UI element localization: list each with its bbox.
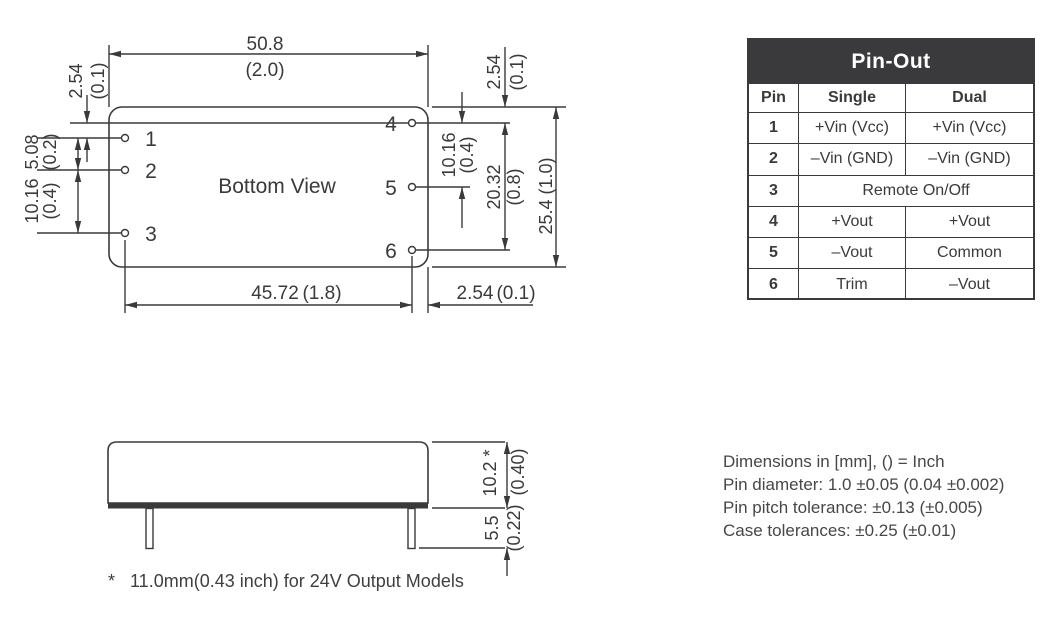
dim-bottom-span-in-label: (1.8) (302, 283, 341, 304)
table-cell-pin: 1 (749, 112, 798, 143)
note-units: Dimensions in [mm], () = Inch (723, 452, 945, 471)
table-cell-pin: 2 (749, 143, 798, 174)
side-left-pin (145, 507, 154, 550)
dimension-notes: Dimensions in [mm], () = Inch Pin diamet… (723, 450, 1004, 542)
pin4-number: 4 (385, 113, 397, 136)
table-cell-single: +Vout (798, 205, 905, 238)
dim-width-in-label: (2.0) (245, 60, 284, 81)
dim-right-pitch-in-label: (0.4) (457, 136, 477, 173)
dim-left-offset-in-label: (0.1) (88, 62, 108, 99)
table-cell-single: +Vin (Vcc) (798, 112, 905, 144)
dim-right-pitch-mm-label: 10.16 (439, 132, 459, 177)
dim-case-height-label: 25.4 (1.0) (536, 157, 556, 234)
pin5-circle (407, 182, 417, 192)
pinout-table: Pin-Out Pin Single Dual 1 +Vin (Vcc) +Vi… (747, 38, 1035, 300)
table-cell-dual: +Vout (905, 205, 1033, 238)
column-header-pin: Pin (761, 89, 786, 106)
dim-left-pitch1-in-label: (0.2) (40, 133, 60, 170)
table-cell-pin: 6 (749, 268, 798, 299)
pinout-table-grid: Pin Single Dual 1 +Vin (Vcc) +Vin (Vcc) … (749, 84, 1033, 300)
note-pin-pitch: Pin pitch tolerance: ±0.13 (±0.005) (723, 498, 983, 517)
dim-side-height-mm-label: 10.2 * (480, 449, 500, 496)
height-footnote: * 11.0mm(0.43 inch) for 24V Output Model… (108, 571, 464, 591)
dim-bottom-offset-in-label: (0.1) (496, 283, 535, 304)
note-pin-diameter: Pin diameter: 1.0 ±0.05 (0.04 ±0.002) (723, 475, 1005, 494)
dim-left-pitch1-mm-label: 5.08 (22, 134, 42, 169)
pin2-number: 2 (145, 160, 157, 183)
dim-right-span-in-label: (0.8) (504, 168, 524, 205)
pin2-circle (120, 165, 130, 175)
table-cell-merged: Remote On/Off (798, 174, 1033, 206)
pin-circles (120, 118, 417, 255)
side-view-drawing (107, 441, 511, 576)
case-base-plate (108, 503, 428, 509)
dim-bottom-span-mm-label: 45.72 (251, 283, 299, 304)
dim-right-offset-in-label: (0.1) (507, 53, 527, 90)
dim-pin-length-in-label: (0.22) (504, 504, 524, 551)
column-header-dual: Dual (905, 84, 1033, 112)
side-right-pin (407, 507, 416, 550)
table-cell-pin: 4 (749, 205, 798, 237)
view-title: Bottom View (218, 175, 336, 198)
table-cell-single: –Vout (798, 237, 905, 269)
dim-width-mm-label: 50.8 (247, 34, 284, 55)
pin3-circle (120, 228, 130, 238)
table-cell-pin: 5 (749, 237, 798, 268)
dim-left-pitch2-in-label: (0.4) (40, 182, 60, 219)
case-outline-side-view (107, 441, 429, 504)
table-cell-dual: Common (905, 237, 1033, 269)
pin5-number: 5 (385, 177, 397, 200)
pin6-circle (407, 245, 417, 255)
table-cell-dual: –Vout (905, 268, 1033, 300)
table-cell-single: –Vin (GND) (798, 143, 905, 175)
table-cell-dual: –Vin (GND) (905, 143, 1033, 175)
pin6-number: 6 (385, 240, 397, 263)
pin3-number: 3 (145, 223, 157, 246)
note-case-tolerance: Case tolerances: ±0.25 (±0.01) (723, 521, 957, 540)
pinout-table-title: Pin-Out (749, 40, 1033, 84)
dim-pin-length-mm-label: 5.5 (482, 515, 502, 540)
column-header-single: Single (798, 84, 905, 112)
table-cell-single: Trim (798, 268, 905, 300)
dim-right-span-mm-label: 20.32 (484, 164, 504, 209)
pin4-circle (407, 118, 417, 128)
bottom-view-drawing (37, 45, 566, 313)
table-cell-dual: +Vin (Vcc) (905, 112, 1033, 144)
pin1-number: 1 (145, 128, 157, 151)
dim-right-offset-mm-label: 2.54 (484, 54, 504, 89)
pin1-circle (120, 133, 130, 143)
table-cell-pin: 3 (749, 174, 798, 206)
dim-bottom-offset-mm-label: 2.54 (457, 283, 494, 304)
dim-side-height-in-label: (0.40) (508, 448, 528, 495)
dim-left-offset-mm-label: 2.54 (66, 63, 86, 98)
dim-left-pitch2-mm-label: 10.16 (22, 178, 42, 223)
